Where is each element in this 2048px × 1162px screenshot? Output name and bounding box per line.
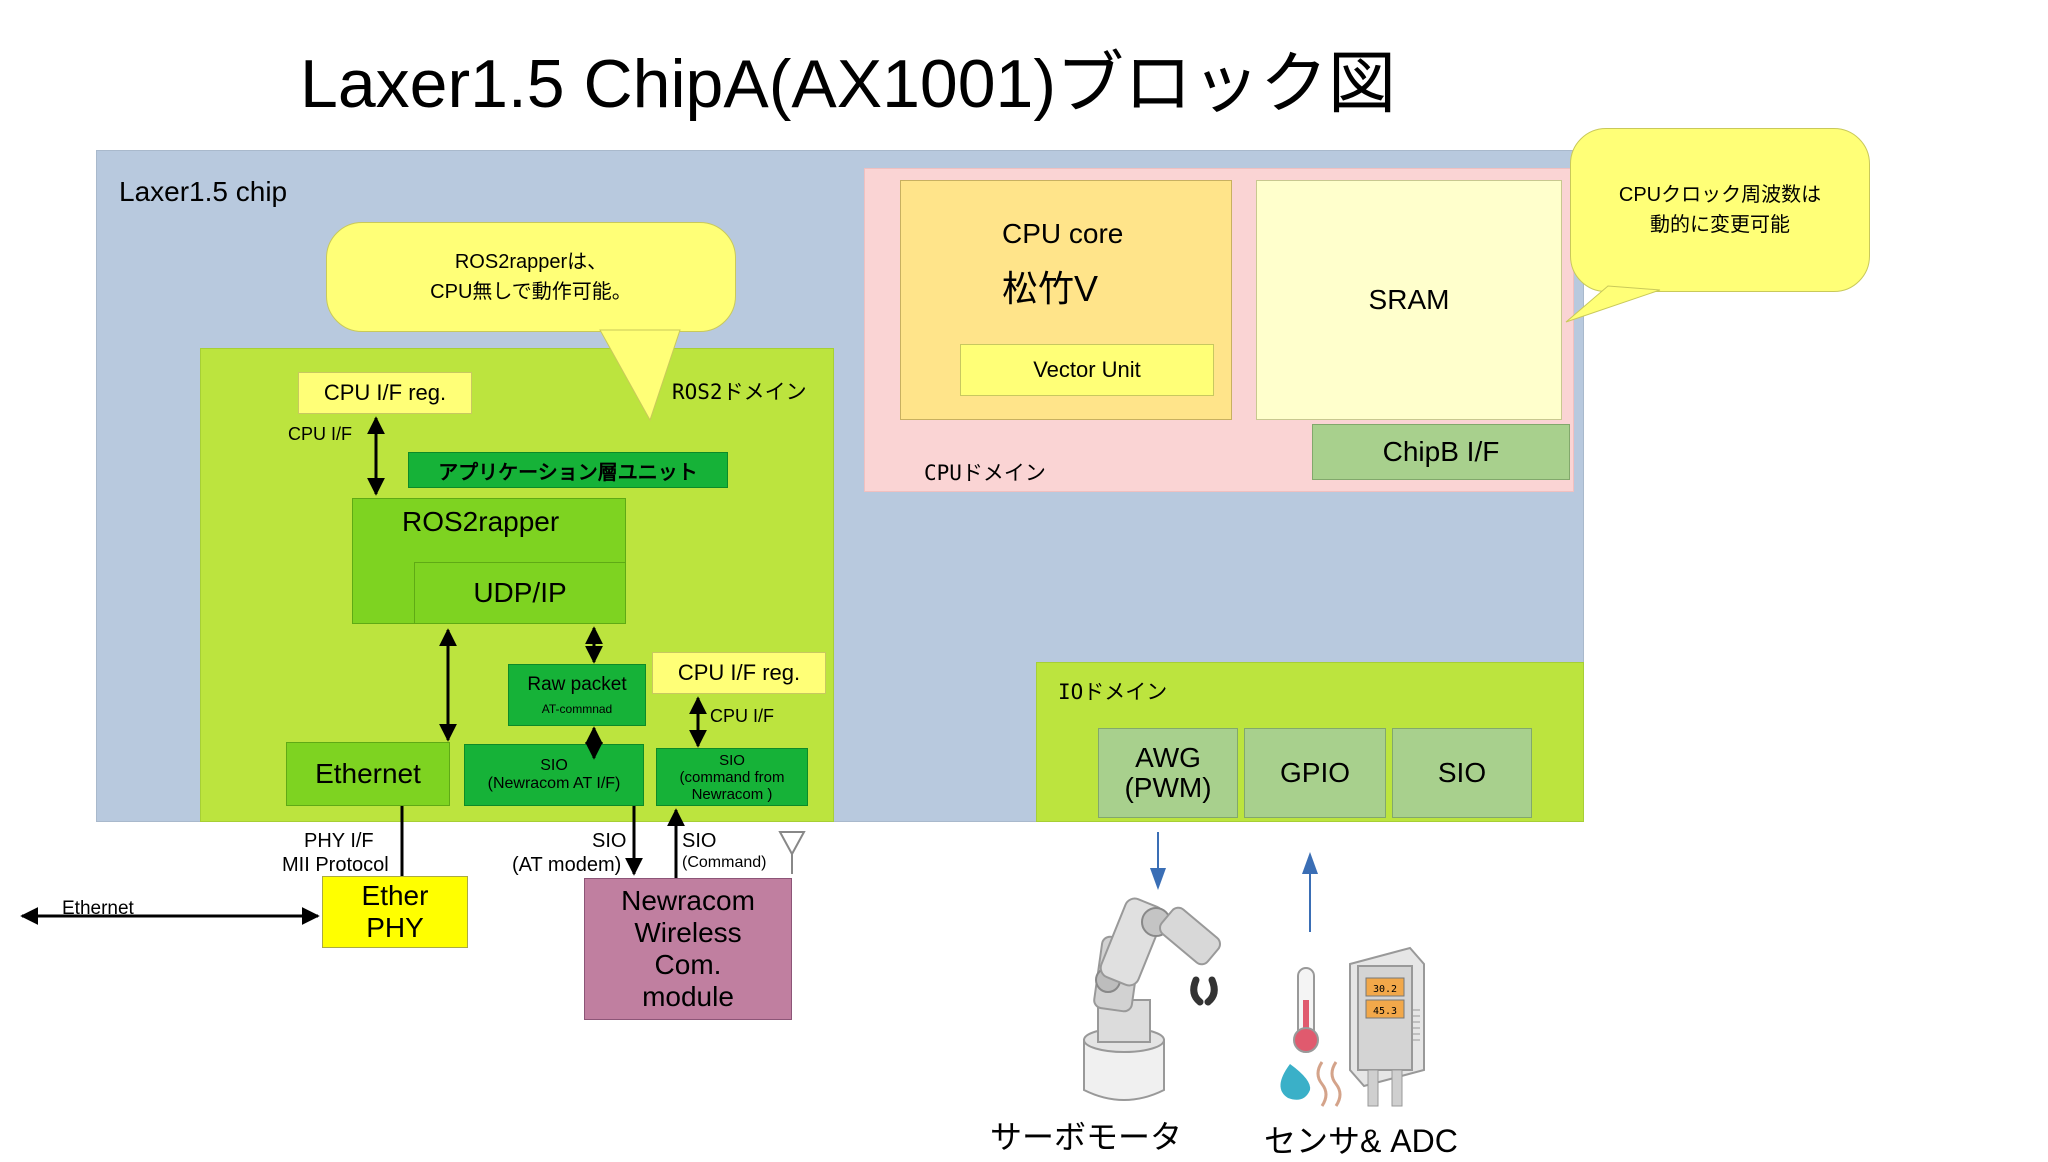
io-sio-block: SIO	[1392, 728, 1532, 818]
servo-robot-arm-icon	[1083, 897, 1221, 1101]
cpu-if-reg-top: CPU I/F reg.	[298, 372, 472, 414]
ether-phy-block: Ether PHY	[322, 876, 468, 948]
thermometer-icon	[1293, 967, 1319, 1053]
sio-command-label: SIO	[682, 830, 717, 852]
sio-at-block: SIO (Newracom AT I/F)	[464, 744, 644, 806]
wireless-module: Newracom Wireless Com. module	[584, 878, 792, 1020]
ros2rapper-callout-tail	[599, 329, 681, 422]
udp-ip-block: UDP/IP	[414, 562, 626, 624]
sensor-reading-1: 30.2	[1373, 984, 1397, 995]
page-title: Laxer1.5 ChipA(AX1001)ブロック図	[300, 46, 1397, 122]
mii-protocol-label: MII Protocol	[282, 854, 389, 876]
sio-command-block: SIO (command from Newracom )	[656, 748, 808, 806]
water-drop-icon	[1280, 1064, 1311, 1100]
sio-at-modem-label: SIO	[592, 830, 627, 852]
app-layer-unit: アプリケーション層ユニット	[408, 452, 728, 488]
at-modem-label: (AT modem)	[512, 854, 622, 876]
sram-block: SRAM	[1256, 180, 1562, 420]
heat-wave-icon	[1316, 1061, 1342, 1107]
ethernet-block: Ethernet	[286, 742, 450, 806]
servo-motor-label: サーボモータ	[990, 1119, 1183, 1155]
io-domain-label: IOドメイン	[1058, 680, 1168, 704]
vector-unit: Vector Unit	[960, 344, 1214, 396]
chipb-if-block: ChipB I/F	[1312, 424, 1570, 480]
cpu-if-top-label: CPU I/F	[288, 424, 353, 444]
cpu-core-label: CPU core	[1002, 218, 1124, 249]
ros2-domain-label: ROS2ドメイン	[672, 380, 807, 404]
command-label: (Command)	[682, 854, 767, 871]
cpu-name-label: 松竹V	[1002, 268, 1099, 309]
ros2rapper-label: ROS2rapper	[402, 506, 560, 537]
awg-pwm-block: AWG (PWM)	[1098, 728, 1238, 818]
chip-label: Laxer1.5 chip	[119, 176, 288, 207]
pwm-output-arrow	[1150, 832, 1166, 890]
sensor-input-arrow	[1302, 852, 1318, 932]
sensor-reading-2: 45.3	[1373, 1006, 1397, 1017]
phy-if-label: PHY I/F	[304, 830, 374, 852]
cpu-if-bottom-label: CPU I/F	[710, 706, 775, 726]
ros2rapper-callout: ROS2rapperは、 CPU無しで動作可能。	[326, 222, 736, 332]
cpu-clock-callout: CPUクロック周波数は 動的に変更可能	[1570, 128, 1870, 292]
gpio-block: GPIO	[1244, 728, 1386, 818]
cpu-clock-callout-tail	[1565, 285, 1661, 323]
cpu-if-reg-bottom: CPU I/F reg.	[652, 652, 826, 694]
cpu-domain-label: CPUドメイン	[924, 461, 1046, 485]
raw-packet-block: Raw packet AT-commnad	[508, 664, 646, 726]
antenna-icon	[778, 831, 806, 874]
sensor-unit-icon: 30.2 45.3	[1349, 946, 1425, 1107]
